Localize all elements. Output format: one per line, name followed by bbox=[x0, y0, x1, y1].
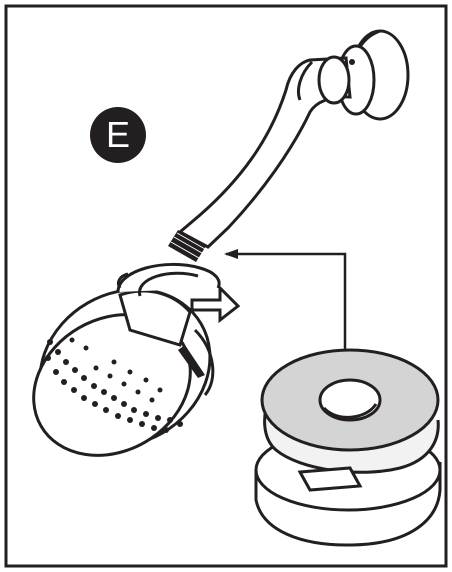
shower-arm bbox=[180, 57, 350, 247]
pointer-arrow-icon bbox=[226, 254, 345, 350]
thread-seal-tape-roll bbox=[256, 350, 440, 545]
step-letter: E bbox=[106, 114, 130, 156]
step-badge: E bbox=[90, 107, 146, 163]
shower-head bbox=[8, 259, 239, 483]
